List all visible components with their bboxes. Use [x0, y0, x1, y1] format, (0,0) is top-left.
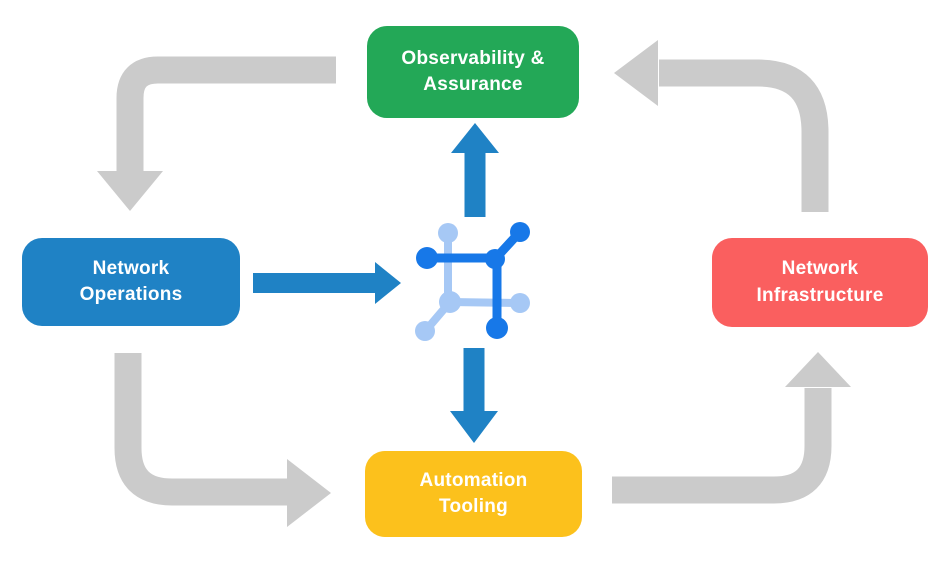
spoke-arrow-center-to-observability — [451, 123, 499, 217]
cycle-arrow-infrastructure-to-observability — [614, 40, 829, 212]
node-network-infrastructure-label: Network Infrastructure — [756, 258, 884, 306]
cycle-arrow-operations-to-automation — [114, 353, 331, 527]
node-automation-tooling: Automation Tooling — [365, 451, 582, 537]
node-observability-assurance-label: Observability & Assurance — [401, 47, 545, 95]
node-network-operations: Network Operations — [22, 238, 240, 326]
node-observability-assurance: Observability & Assurance — [367, 26, 579, 118]
cycle-arrow-observability-to-operations — [97, 56, 336, 211]
spoke-arrow-center-to-automation — [450, 348, 498, 443]
node-network-infrastructure: Network Infrastructure — [712, 238, 928, 327]
node-network-operations-label: Network Operations — [79, 257, 183, 305]
cycle-arrow-automation-to-infrastructure — [612, 352, 851, 504]
network-mesh-icon — [415, 222, 530, 341]
spoke-arrow-operations-to-center — [253, 262, 401, 304]
node-automation-tooling-label: Automation Tooling — [419, 469, 528, 517]
